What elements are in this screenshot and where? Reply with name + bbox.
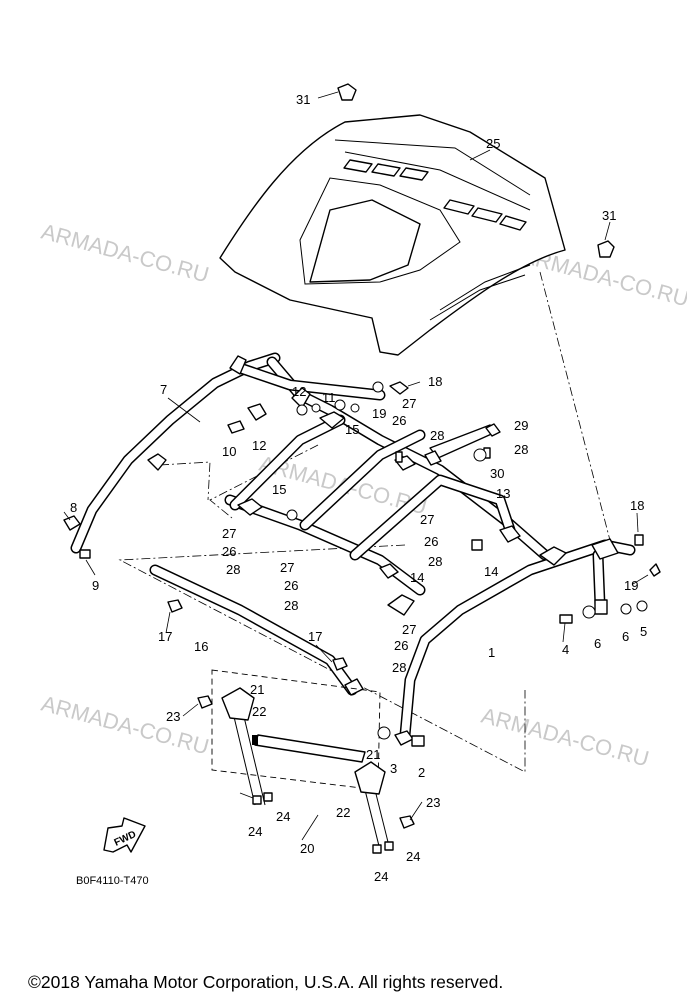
frame-brackets [147, 355, 619, 746]
hardware-parts [63, 83, 661, 854]
grab-bar-29 [424, 423, 501, 466]
callout-number: 21 [250, 682, 264, 697]
callout-number: 14 [410, 570, 424, 585]
callout-number: 19 [372, 406, 386, 421]
callout-number: 27 [280, 560, 294, 575]
callout-number: 10 [222, 444, 236, 459]
callout-number: 23 [166, 709, 180, 724]
front-lower-tube-16 [149, 564, 358, 696]
callout-number: 27 [222, 526, 236, 541]
callout-number: 28 [284, 598, 298, 613]
lower-assembly-20 [211, 669, 391, 851]
callout-number: 14 [484, 564, 498, 579]
callout-number: 24 [374, 869, 388, 884]
callout-number: 13 [496, 486, 510, 501]
callout-number: 12 [252, 438, 266, 453]
callout-number: 31 [602, 208, 616, 223]
callout-number: 17 [158, 629, 172, 644]
callout-number: 22 [336, 805, 350, 820]
callout-number: 16 [194, 639, 208, 654]
callout-number: 24 [276, 809, 290, 824]
leader-lines [63, 91, 649, 841]
mid-frame-13 [224, 414, 516, 596]
callout-number: 26 [392, 413, 406, 428]
callout-number: 27 [402, 396, 416, 411]
callout-number: 28 [226, 562, 240, 577]
callout-number: 19 [624, 578, 638, 593]
callout-number: 31 [296, 92, 310, 107]
callout-number: 3 [390, 761, 397, 776]
front-upper-tube-7 [70, 352, 281, 554]
callout-number: 24 [248, 824, 262, 839]
alignment-lines [118, 271, 613, 773]
callout-number: 27 [402, 622, 416, 637]
watermark-text: ARMADA-CO.RU [39, 219, 212, 288]
callout-number: 6 [594, 636, 601, 651]
copyright-notice: ©2018 Yamaha Motor Corporation, U.S.A. A… [28, 972, 503, 992]
callout-number: 22 [252, 704, 266, 719]
callout-number: 26 [222, 544, 236, 559]
diagram-code: B0F4110-T470 [76, 875, 149, 887]
callout-number: 28 [514, 442, 528, 457]
callout-number: 28 [428, 554, 442, 569]
callout-number: 30 [490, 466, 504, 481]
watermark-text: ARMADA-CO.RU [39, 691, 212, 760]
fwd-arrow-icon: FWD [103, 817, 146, 853]
callout-number: 27 [420, 512, 434, 527]
callout-number: 6 [622, 629, 629, 644]
callout-number: 28 [430, 428, 444, 443]
callout-number: 24 [406, 849, 420, 864]
callout-number: 29 [514, 418, 528, 433]
callout-number: 23 [426, 795, 440, 810]
callout-number: 7 [160, 382, 167, 397]
callout-number: 18 [428, 374, 442, 389]
callout-number: 2 [418, 765, 425, 780]
callout-number: 26 [424, 534, 438, 549]
callout-number: 9 [92, 578, 99, 593]
callout-number: 26 [284, 578, 298, 593]
callout-number: 21 [366, 747, 380, 762]
callout-number: 8 [70, 500, 77, 515]
callout-number: 15 [345, 422, 359, 437]
callout-number: 17 [308, 629, 322, 644]
callout-number: 18 [630, 498, 644, 513]
callout-number: 12 [292, 384, 306, 399]
roof-vent-slots [343, 159, 527, 231]
callout-number: 11 [322, 390, 336, 405]
callout-number: 28 [392, 660, 406, 675]
callout-number: 20 [300, 841, 314, 856]
callout-number: 5 [640, 624, 647, 639]
callout-number: 4 [562, 642, 569, 657]
callout-number: 1 [488, 645, 495, 660]
roof-panel-25 [219, 114, 566, 356]
callout-number: 26 [394, 638, 408, 653]
callout-number: 15 [272, 482, 286, 497]
callout-number: 25 [486, 136, 500, 151]
